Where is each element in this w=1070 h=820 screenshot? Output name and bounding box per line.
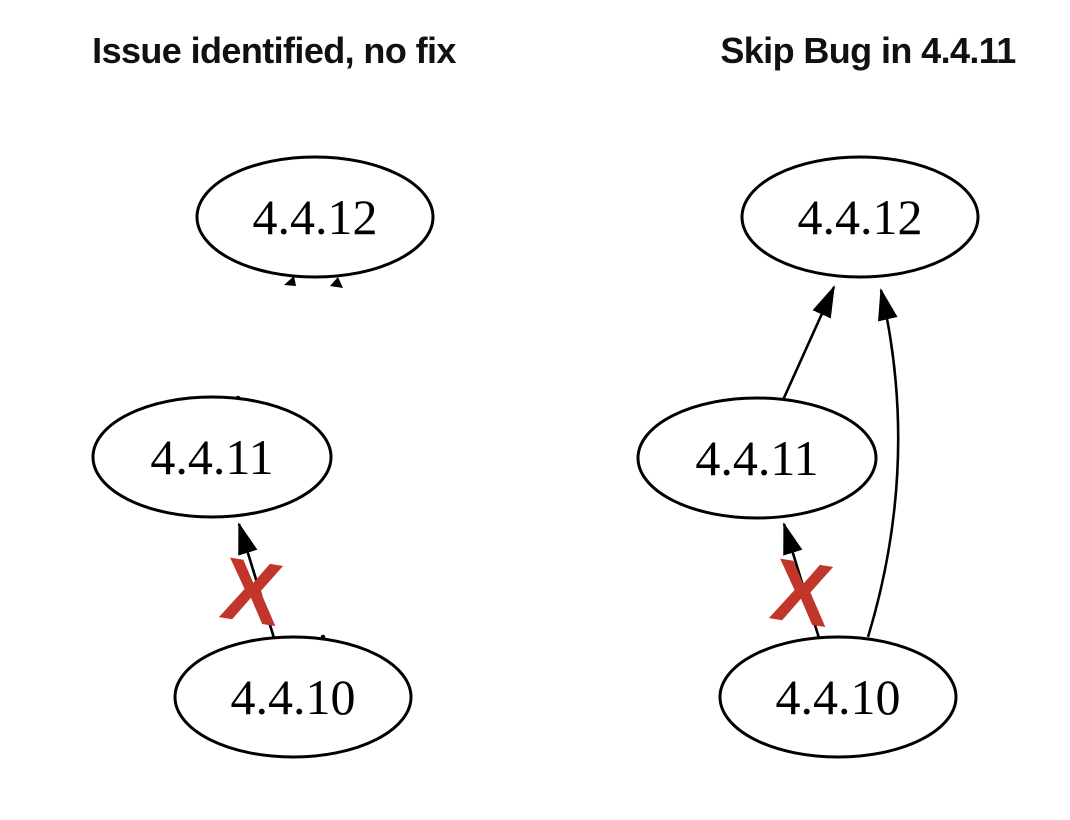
left-node-4-4-11: 4.4.11 xyxy=(91,395,333,519)
right-node-4-4-10: 4.4.10 xyxy=(718,635,958,759)
node-label: 4.4.10 xyxy=(776,669,901,725)
right-panel-title: Skip Bug in 4.4.11 xyxy=(720,30,1016,71)
node-ellipse xyxy=(195,155,435,279)
left-panel-diagram: 4.4.12 4.4.11 4.4.10 X xyxy=(91,155,435,759)
red-x-icon: X xyxy=(215,538,288,645)
red-x-icon: X xyxy=(765,539,838,646)
node-label: 4.4.11 xyxy=(695,430,818,486)
erased-arrowhead-remnant-icon xyxy=(330,277,343,288)
node-label: 4.4.10 xyxy=(231,669,356,725)
node-ellipse xyxy=(91,395,333,519)
left-panel-title: Issue identified, no fix xyxy=(92,30,456,71)
node-ellipse xyxy=(718,635,958,759)
right-edge-4-4-10-to-4-4-11 xyxy=(782,522,821,639)
erased-arrowhead-remnant-icon xyxy=(284,276,296,286)
right-edge-4-4-11-to-4-4-12 xyxy=(781,285,836,401)
node-ellipse xyxy=(636,396,878,520)
right-edge-4-4-10-to-4-4-12 xyxy=(866,288,900,638)
right-node-4-4-12: 4.4.12 xyxy=(740,155,980,279)
node-ellipse xyxy=(740,155,980,279)
node-label: 4.4.12 xyxy=(798,189,923,245)
right-panel-diagram: 4.4.12 4.4.11 4.4.10 X xyxy=(636,155,980,759)
left-node-4-4-12: 4.4.12 xyxy=(195,155,435,279)
node-label: 4.4.12 xyxy=(253,189,378,245)
node-ellipse xyxy=(173,635,413,759)
right-node-4-4-11: 4.4.11 xyxy=(636,396,878,520)
node-label: 4.4.11 xyxy=(150,429,273,485)
left-edge-4-4-10-to-4-4-11 xyxy=(237,522,276,639)
left-node-4-4-10: 4.4.10 xyxy=(173,635,413,759)
